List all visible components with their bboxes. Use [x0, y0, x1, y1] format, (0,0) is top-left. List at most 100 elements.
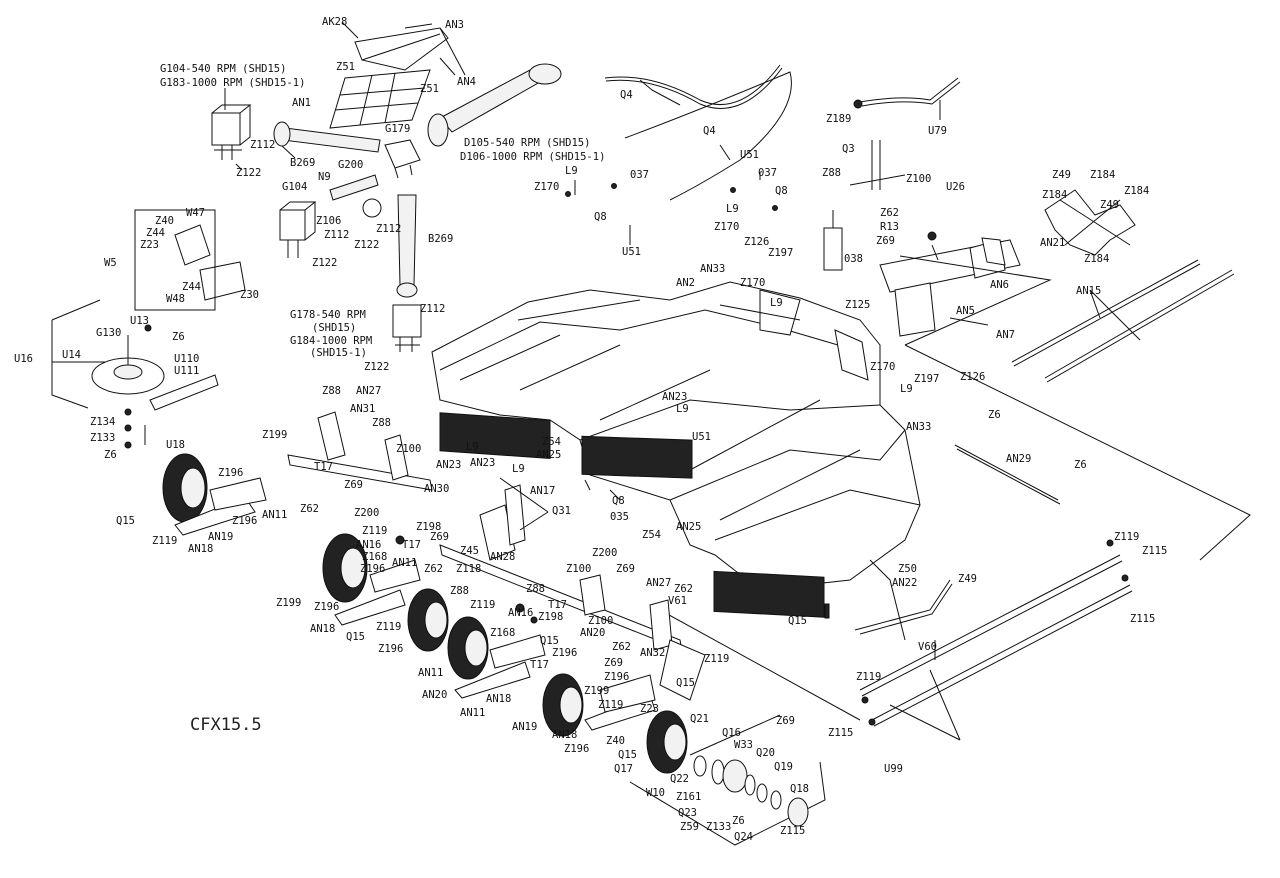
- part-label: Z196: [218, 467, 243, 479]
- axles-u99: [859, 554, 1133, 727]
- part-label: AN11: [418, 667, 443, 679]
- part-label: Z54: [542, 436, 561, 448]
- note-d105: D105-540 RPM (SHD15): [464, 137, 590, 149]
- part-label: Z199: [262, 429, 287, 441]
- bar-an29: [954, 444, 1061, 505]
- part-label: Z40: [606, 735, 625, 747]
- part-label: 037: [630, 169, 649, 181]
- part-label: AN31: [350, 403, 375, 415]
- part-label: Q15: [540, 635, 559, 647]
- part-label: Z122: [364, 361, 389, 373]
- part-label: AN29: [1006, 453, 1031, 465]
- part-label: AN19: [512, 721, 537, 733]
- part-label: AN16: [356, 539, 381, 551]
- part-label: AN18: [310, 623, 335, 635]
- wheel-q15-3: [407, 588, 449, 652]
- wheel-q15-2: [322, 533, 368, 603]
- part-label: Z62: [300, 503, 319, 515]
- part-label: AN23: [662, 391, 687, 403]
- part-label: Z49: [958, 573, 977, 585]
- part-label: AN25: [536, 449, 561, 461]
- part-label: G130: [96, 327, 121, 339]
- an22-lines: [869, 559, 906, 641]
- part-label: Z88: [526, 583, 545, 595]
- part-label: AN22: [892, 577, 917, 589]
- part-label: Z196: [314, 601, 339, 613]
- note-g183: G183-1000 RPM (SHD15-1): [160, 77, 305, 89]
- part-label: Z44: [146, 227, 165, 239]
- wheel-q15-5: [542, 673, 584, 737]
- note-g184: G184-1000 RPM: [290, 335, 372, 347]
- part-label: Z119: [598, 699, 623, 711]
- bracket-q3: [849, 140, 906, 190]
- part-label: AN18: [188, 543, 213, 555]
- part-label: 035: [610, 511, 629, 523]
- part-label: W5: [104, 257, 117, 269]
- part-label: Z54: [642, 529, 661, 541]
- bracket-an22: [854, 579, 953, 635]
- part-label: AN23: [470, 457, 495, 469]
- part-label: Z198: [416, 521, 441, 533]
- shaft-b269-lower: [396, 194, 418, 298]
- part-label: Q8: [594, 211, 607, 223]
- part-label: AN6: [990, 279, 1009, 291]
- part-label: Z50: [898, 563, 917, 575]
- part-label: Z51: [336, 61, 355, 73]
- part-label: Z196: [564, 743, 589, 755]
- part-label: U111: [174, 365, 199, 377]
- wheel-q15-1: [162, 453, 208, 523]
- part-label: U26: [946, 181, 965, 193]
- part-label: Z184: [1042, 189, 1067, 201]
- part-label: W10: [646, 787, 665, 799]
- part-label: Z51: [420, 83, 439, 95]
- part-label: AN17: [530, 485, 555, 497]
- bracket-w5: [134, 209, 246, 311]
- part-label: AN15: [1076, 285, 1101, 297]
- part-label: Z23: [140, 239, 159, 251]
- part-label: G200: [338, 159, 363, 171]
- part-label: AN19: [208, 531, 233, 543]
- gearbox-g104-mid: [279, 201, 317, 258]
- gearbox-g179: [384, 139, 421, 179]
- part-label: Z100: [906, 173, 931, 185]
- part-label: Z126: [960, 371, 985, 383]
- part-label: Z106: [316, 215, 341, 227]
- part-label: Z100: [588, 615, 613, 627]
- part-label: Z119: [856, 671, 881, 683]
- note-g104: G104-540 RPM (SHD15): [160, 63, 286, 75]
- part-label: Z100: [566, 563, 591, 575]
- part-label: Z196: [232, 515, 257, 527]
- leader-lines: [52, 21, 1141, 741]
- part-label: G179: [385, 123, 410, 135]
- part-label: AN20: [580, 627, 605, 639]
- part-label: Z196: [604, 671, 629, 683]
- note-g184b: (SHD15-1): [310, 347, 367, 359]
- part-label: Q4: [620, 89, 633, 101]
- part-label: AN27: [646, 577, 671, 589]
- part-label: Q23: [678, 807, 697, 819]
- part-label: Z197: [768, 247, 793, 259]
- part-label: Z199: [584, 685, 609, 697]
- part-label: AN21: [1040, 237, 1065, 249]
- part-label: Q21: [690, 713, 709, 725]
- part-label: AN30: [424, 483, 449, 495]
- part-label: Z196: [552, 647, 577, 659]
- part-label: V60: [918, 641, 937, 653]
- part-label: U51: [740, 149, 759, 161]
- part-label: V61: [668, 595, 687, 607]
- part-label: Z170: [714, 221, 739, 233]
- part-label: Z62: [612, 641, 631, 653]
- hose-u79: [853, 77, 961, 109]
- part-label: Z184: [1090, 169, 1115, 181]
- part-label: Z49: [1052, 169, 1071, 181]
- part-label: Z23: [640, 703, 659, 715]
- part-label: L9: [565, 165, 578, 177]
- part-label: U79: [928, 125, 947, 137]
- part-label: AN27: [356, 385, 381, 397]
- forks: [174, 477, 656, 731]
- part-label: Z69: [344, 479, 363, 491]
- part-label: Q3: [842, 143, 855, 155]
- diagram-geometry: [51, 27, 1251, 846]
- part-label: Q8: [612, 495, 625, 507]
- shaft-b269-upper: [273, 121, 381, 153]
